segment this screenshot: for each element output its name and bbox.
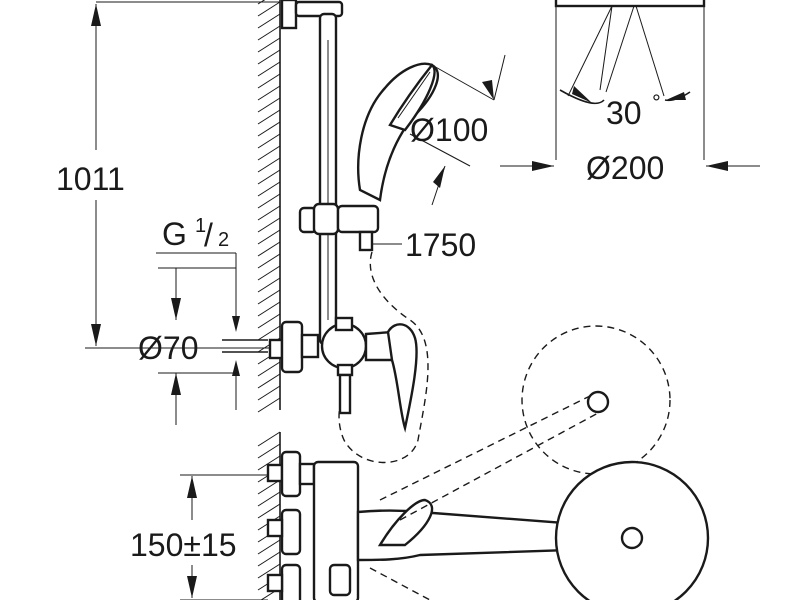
wall-hatch-line xyxy=(257,277,281,293)
wall-hatch-line xyxy=(257,265,281,281)
wall-hatch-line xyxy=(257,133,281,149)
wall-hatch-line xyxy=(257,373,281,389)
wall-hatch-line xyxy=(257,241,281,257)
head-shower-joint xyxy=(620,526,644,550)
wall-hatch-line xyxy=(257,97,281,113)
wall-hatch-line xyxy=(257,503,281,519)
wall-hatch-line xyxy=(257,217,281,233)
wall-hatch-line xyxy=(257,181,281,197)
handshower-diameter-label: Ø100 xyxy=(410,112,488,148)
height-label: 1011 xyxy=(56,161,125,197)
wall-hatch-line xyxy=(257,397,281,413)
wall-hatch-line xyxy=(257,289,281,305)
rosette-diameter-label: Ø70 xyxy=(138,330,198,366)
wall-hatch-line xyxy=(257,109,281,125)
head-angle-unit: ° xyxy=(652,90,661,115)
wall-hatch-line xyxy=(257,85,281,101)
wall-hatch-line xyxy=(257,563,281,579)
handshower-dimension-lines xyxy=(409,54,506,206)
wall-hatch-line xyxy=(257,169,281,185)
head-angle-label: 30 xyxy=(606,95,642,131)
wall-hatch-line xyxy=(257,145,281,161)
wall-hatch-line xyxy=(257,73,281,89)
wall-hatch-line xyxy=(257,385,281,401)
svg-text:G: G xyxy=(162,216,187,252)
svg-text:1: 1 xyxy=(195,215,206,237)
thread-leader-line xyxy=(156,252,240,332)
wall-hatch-line xyxy=(257,431,281,447)
wall-hatch-line xyxy=(257,325,281,341)
connection-distance-label: 150±15 xyxy=(130,527,237,563)
wall xyxy=(257,0,281,600)
slider-holder xyxy=(298,202,380,252)
hose-length-label: 1750 xyxy=(405,227,476,263)
wall-hatch-line xyxy=(257,157,281,173)
height-dimension-line xyxy=(85,1,280,349)
wall-hatch-line xyxy=(257,491,281,507)
wall-hatch-line xyxy=(257,13,281,29)
arm-rotation-guides xyxy=(369,325,671,600)
wall-hatch-line xyxy=(257,121,281,137)
wall-hatch-line xyxy=(257,229,281,245)
wall-hatch-line xyxy=(257,1,281,17)
wall-hatch-line xyxy=(257,551,281,567)
head-diameter-label: Ø200 xyxy=(586,150,664,186)
wall-hatch-line xyxy=(257,313,281,329)
thread-label: G 1 / 2 xyxy=(162,215,229,253)
head-shower-side-view xyxy=(500,0,760,171)
svg-text:/: / xyxy=(204,217,213,253)
wall-hatch-line xyxy=(257,253,281,269)
wall-hatch-line xyxy=(257,193,281,209)
wall-hatch-line xyxy=(257,539,281,555)
wall-hatch-line xyxy=(257,25,281,41)
svg-text:2: 2 xyxy=(218,229,229,251)
hose xyxy=(338,251,429,464)
shower-rail xyxy=(280,0,344,346)
connection-dimension-lines xyxy=(180,474,268,600)
upper-mixer xyxy=(268,316,418,433)
wall-hatch-line xyxy=(257,37,281,53)
wall-hatch-line xyxy=(257,61,281,77)
wall-hatch-line xyxy=(257,455,281,471)
rosette-dimension-lines xyxy=(158,267,268,425)
wall-hatch-line xyxy=(257,361,281,377)
wall-hatch-line xyxy=(257,205,281,221)
wall-hatch-line xyxy=(257,443,281,459)
hand-shower xyxy=(357,62,440,202)
wall-hatch-line xyxy=(257,479,281,495)
wall-hatch-line xyxy=(257,49,281,65)
wall-hatch-line xyxy=(257,301,281,317)
